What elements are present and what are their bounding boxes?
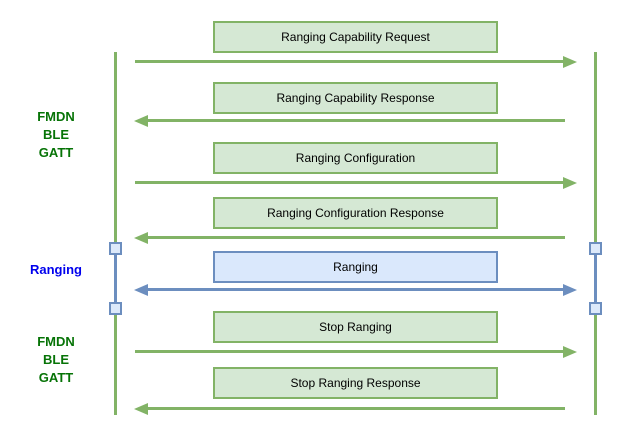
- message-label: Ranging Capability Request: [281, 30, 430, 44]
- arrowhead-right: [563, 176, 577, 189]
- ranging-activation-bar-left: [114, 250, 117, 308]
- lifeline-right: [594, 52, 597, 415]
- message-arrow-left: [134, 231, 565, 244]
- activation-marker: [109, 302, 122, 315]
- message-arrow-right: [135, 176, 577, 189]
- arrowhead-left: [134, 114, 148, 127]
- message-arrow-left: [134, 114, 565, 127]
- arrowhead-right: [563, 345, 577, 358]
- activation-marker: [589, 242, 602, 255]
- message-arrow-left: [134, 402, 565, 415]
- arrowhead-right: [563, 283, 577, 296]
- message-label: Ranging Capability Response: [276, 91, 435, 105]
- message-box-ranging-configuration-response: Ranging Configuration Response: [213, 197, 498, 229]
- activation-marker: [109, 242, 122, 255]
- arrowhead-left: [134, 283, 148, 296]
- message-arrow-right: [135, 345, 577, 358]
- message-arrow-right: [135, 55, 577, 68]
- arrow-shaft: [135, 350, 563, 353]
- message-box-stop-ranging-response: Stop Ranging Response: [213, 367, 498, 399]
- message-box-ranging-capability-response: Ranging Capability Response: [213, 82, 498, 114]
- message-label: Ranging Configuration: [295, 151, 416, 165]
- message-box-stop-ranging: Stop Ranging: [213, 311, 498, 343]
- phase-label-fmdn-ble-gatt-top: FMDN BLE GATT: [37, 109, 75, 160]
- message-label: Ranging: [333, 260, 378, 274]
- arrowhead-right: [563, 55, 577, 68]
- ranging-activation-bar-right: [594, 250, 597, 308]
- arrow-shaft: [135, 60, 563, 63]
- message-label: Stop Ranging Response: [290, 376, 421, 390]
- arrow-shaft: [148, 407, 565, 410]
- arrow-shaft: [148, 119, 565, 122]
- arrow-shaft: [148, 288, 563, 291]
- lifeline-left: [114, 52, 117, 415]
- phase-label-ranging: Ranging: [30, 262, 82, 277]
- arrowhead-left: [134, 231, 148, 244]
- message-label: Ranging Configuration Response: [267, 206, 444, 220]
- arrow-shaft: [135, 181, 563, 184]
- message-arrow-bidirectional: [134, 283, 577, 296]
- activation-marker: [589, 302, 602, 315]
- phase-label-fmdn-ble-gatt-bottom: FMDN BLE GATT: [37, 334, 75, 385]
- arrowhead-left: [134, 402, 148, 415]
- message-box-ranging: Ranging: [213, 251, 498, 283]
- arrow-shaft: [148, 236, 565, 239]
- message-box-ranging-configuration: Ranging Configuration: [213, 142, 498, 174]
- message-box-ranging-capability-request: Ranging Capability Request: [213, 21, 498, 53]
- message-label: Stop Ranging: [319, 320, 392, 334]
